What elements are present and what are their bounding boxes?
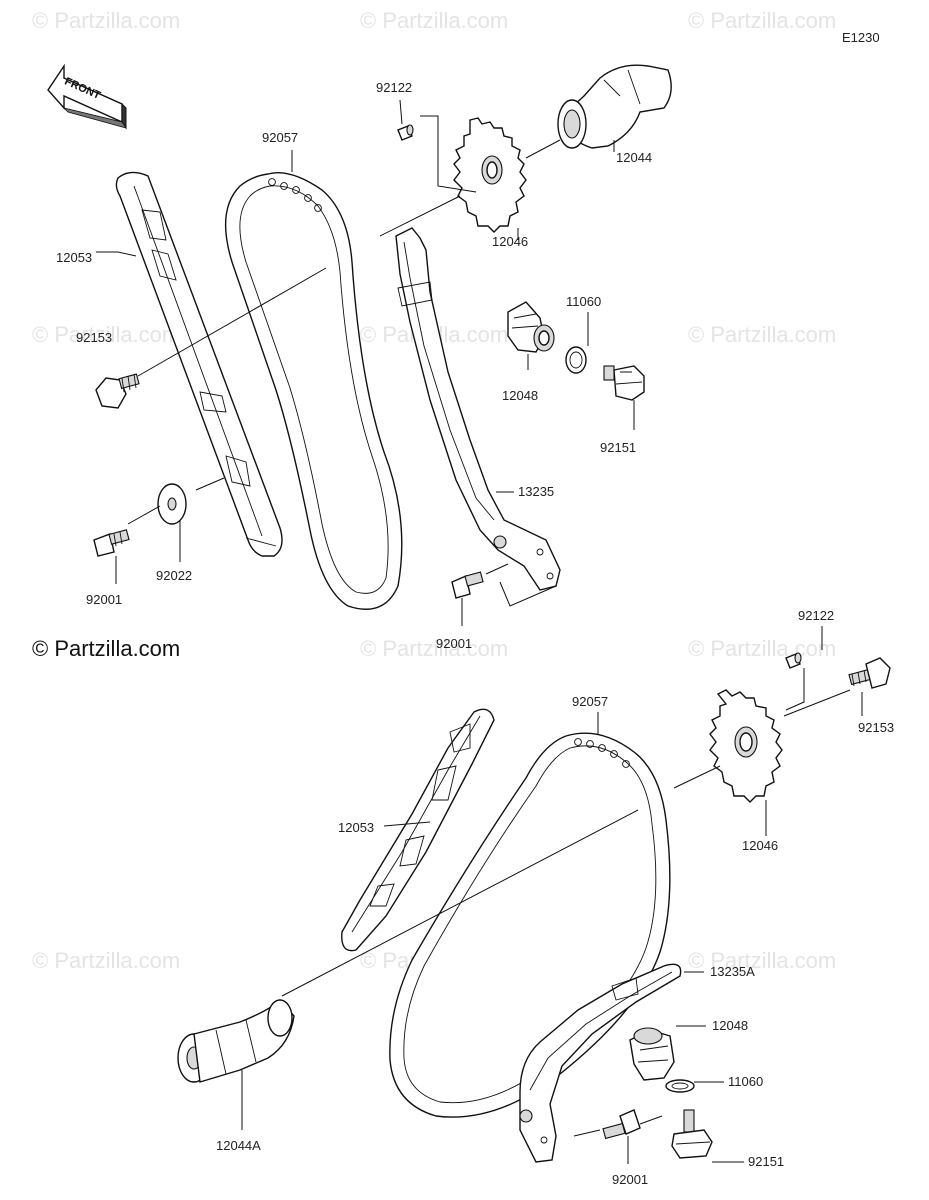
- watermark: © Partzilla.com: [32, 948, 180, 973]
- label-13235A-bottom: 13235A: [710, 964, 755, 979]
- label-92122-bottom: 92122: [798, 608, 834, 623]
- label-92153-top: 92153: [76, 330, 112, 345]
- label-92001-bottom: 92001: [612, 1172, 648, 1187]
- front-arrow-icon: FRONT: [47, 63, 127, 130]
- copyright-notice: © Partzilla.com: [32, 636, 180, 661]
- tensioner-12048-top: [507, 301, 555, 353]
- label-11060-bottom: 11060: [728, 1074, 763, 1089]
- label-12048-bottom: 12048: [712, 1018, 748, 1033]
- bolt-92153-top: [95, 373, 140, 409]
- label-92151-bottom: 92151: [748, 1154, 784, 1169]
- tensioner-guide-13235-top: [395, 227, 561, 591]
- part-labels: 92122 92057 12044 12046 12053 92153 1106…: [56, 80, 894, 1187]
- washer-92022: [157, 483, 187, 525]
- bottom-leader-lines: [241, 626, 863, 1164]
- watermark: © Partzilla.com: [688, 322, 836, 347]
- watermark: © Partzilla.com: [688, 948, 836, 973]
- bolt-92001-top-left: [93, 529, 130, 557]
- label-12046-top: 12046: [492, 234, 528, 249]
- label-92001-top-left: 92001: [86, 592, 122, 607]
- bolt-92153-bottom: [848, 657, 891, 689]
- label-11060-top: 11060: [566, 294, 601, 309]
- label-12048-top: 12048: [502, 388, 538, 403]
- label-12046-bottom: 12046: [742, 838, 778, 853]
- watermark: © Partzilla.com: [688, 8, 836, 33]
- label-92153-bottom: 92153: [858, 720, 894, 735]
- bolt-92151-top: [603, 365, 645, 401]
- label-92151-top: 92151: [600, 440, 636, 455]
- sprocket-12046-top: [453, 117, 527, 233]
- chain-guide-12053-top: [115, 171, 283, 557]
- label-92122-top: 92122: [376, 80, 412, 95]
- bolt-92001-top-mid: [451, 571, 484, 599]
- dowel-pin-92122-bottom: [785, 652, 802, 669]
- label-12044A-bottom: 12044A: [216, 1138, 261, 1153]
- camshaft-12044-top: [557, 64, 672, 149]
- tensioner-12048-bottom: [629, 1027, 675, 1081]
- dowel-pin-92122-top: [397, 124, 414, 141]
- tensioner-guide-13235A-bottom: [519, 963, 682, 1163]
- diagram-code: E1230: [842, 30, 880, 45]
- bolt-92151-bottom: [671, 1109, 713, 1159]
- sprocket-12046-bottom: [709, 689, 783, 803]
- watermark: © Partzilla.com: [360, 636, 508, 661]
- washer-11060-bottom: [665, 1079, 695, 1093]
- label-92057-top: 92057: [262, 130, 298, 145]
- label-92001-top-mid: 92001: [436, 636, 472, 651]
- bolt-92001-bottom: [602, 1109, 641, 1140]
- watermark: © Partzilla.com: [32, 322, 180, 347]
- label-12053-bottom: 12053: [338, 820, 374, 835]
- label-12053-top: 12053: [56, 250, 92, 265]
- label-92057-bottom: 92057: [572, 694, 608, 709]
- label-12044-top: 12044: [616, 150, 652, 165]
- watermark: © Partzilla.com: [688, 636, 836, 661]
- chain-guide-12053-bottom: [341, 708, 495, 952]
- watermark: © Partzilla.com: [360, 8, 508, 33]
- washer-11060-top: [565, 346, 587, 374]
- cam-chain-92057-top: [224, 172, 403, 610]
- camshaft-12044A-bottom: [177, 998, 295, 1083]
- top-leader-lines: [96, 99, 635, 626]
- label-13235-top: 13235: [518, 484, 554, 499]
- watermark: © Partzilla.com: [32, 8, 180, 33]
- label-92022: 92022: [156, 568, 192, 583]
